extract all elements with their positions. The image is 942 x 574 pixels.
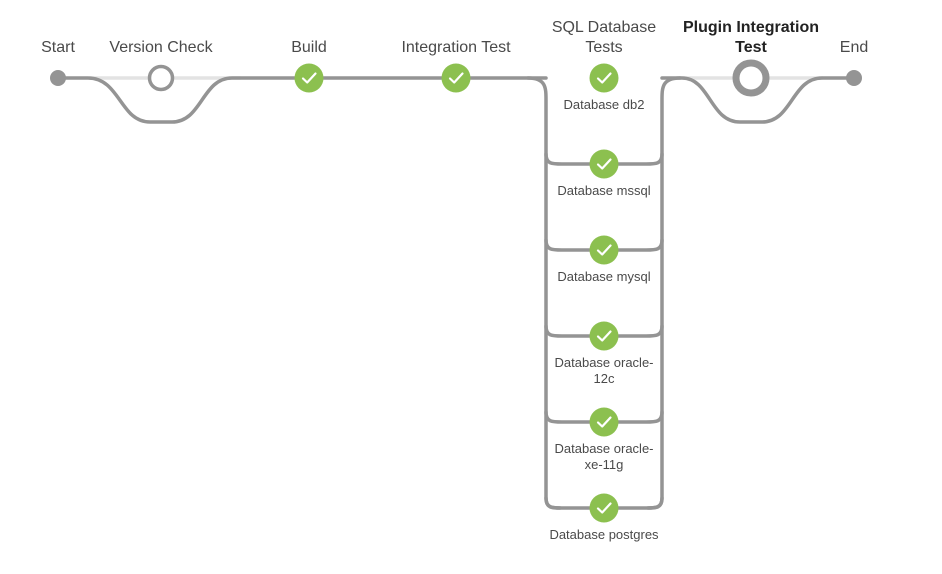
check-icon (596, 158, 612, 170)
branch-node-oracle-12c[interactable] (589, 321, 619, 351)
branch-node-db2[interactable] (589, 63, 619, 93)
branch-label-db2: Database db2 (563, 97, 645, 112)
success-status-circle (589, 493, 619, 523)
pipeline-connectors (56, 76, 856, 510)
success-status-circle (441, 63, 471, 93)
stage-node-end-dot-icon[interactable] (846, 70, 862, 86)
check-icon (301, 72, 317, 84)
check-icon (448, 72, 464, 84)
stage-node-version-check-hollow-circle-icon[interactable] (147, 64, 175, 92)
success-status-circle (589, 63, 619, 93)
stage-label-sql-database-tests: SQL Database Tests (551, 19, 657, 56)
branch-node-mysql[interactable] (589, 235, 619, 265)
stage-node-plugin-integration-test-ring-icon[interactable] (732, 59, 770, 97)
stage-label-end: End (839, 39, 869, 56)
stage-node-start-dot-icon[interactable] (50, 70, 66, 86)
success-status-circle (589, 149, 619, 179)
main-connector-right (660, 76, 856, 124)
success-status-circle (589, 235, 619, 265)
stage-node-build[interactable] (294, 63, 324, 93)
branch-node-mssql[interactable] (589, 149, 619, 179)
branch-node-postgres[interactable] (589, 493, 619, 523)
check-icon (596, 72, 612, 84)
pipeline-nodes (50, 59, 862, 523)
check-icon (596, 502, 612, 514)
stage-label-plugin-integration-test: Plugin Integration Test (683, 19, 819, 56)
success-status-circle (589, 407, 619, 437)
branch-label-oracle-12c: Database oracle-12c (554, 355, 654, 386)
branch-node-oracle-xe-11g[interactable] (589, 407, 619, 437)
success-status-circle (589, 321, 619, 351)
branch-label-mssql: Database mssql (557, 183, 651, 198)
check-icon (596, 416, 612, 428)
branch-label-mysql: Database mysql (557, 269, 651, 284)
check-icon (596, 330, 612, 342)
stage-label-version-check: Version Check (109, 39, 213, 56)
stage-node-integration-test[interactable] (441, 63, 471, 93)
stage-label-start: Start (41, 39, 75, 56)
stage-label-integration-test: Integration Test (401, 39, 511, 56)
check-icon (596, 244, 612, 256)
branch-label-postgres: Database postgres (549, 527, 659, 542)
success-status-circle (294, 63, 324, 93)
main-connector-left (56, 76, 548, 124)
branch-label-oracle-xe-11g: Database oracle-xe-11g (554, 441, 654, 472)
stage-label-build: Build (291, 39, 327, 56)
